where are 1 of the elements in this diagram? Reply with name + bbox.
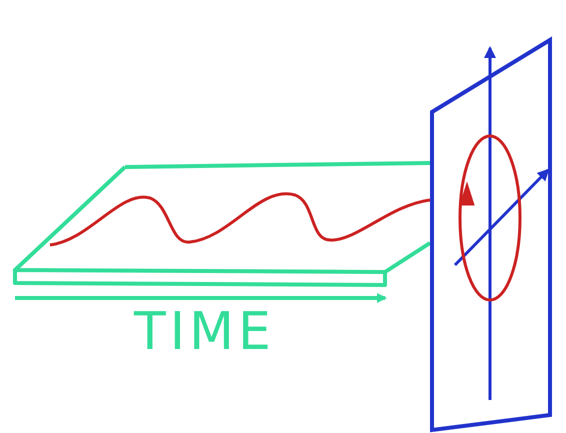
axis-label: TIME: [134, 302, 275, 362]
